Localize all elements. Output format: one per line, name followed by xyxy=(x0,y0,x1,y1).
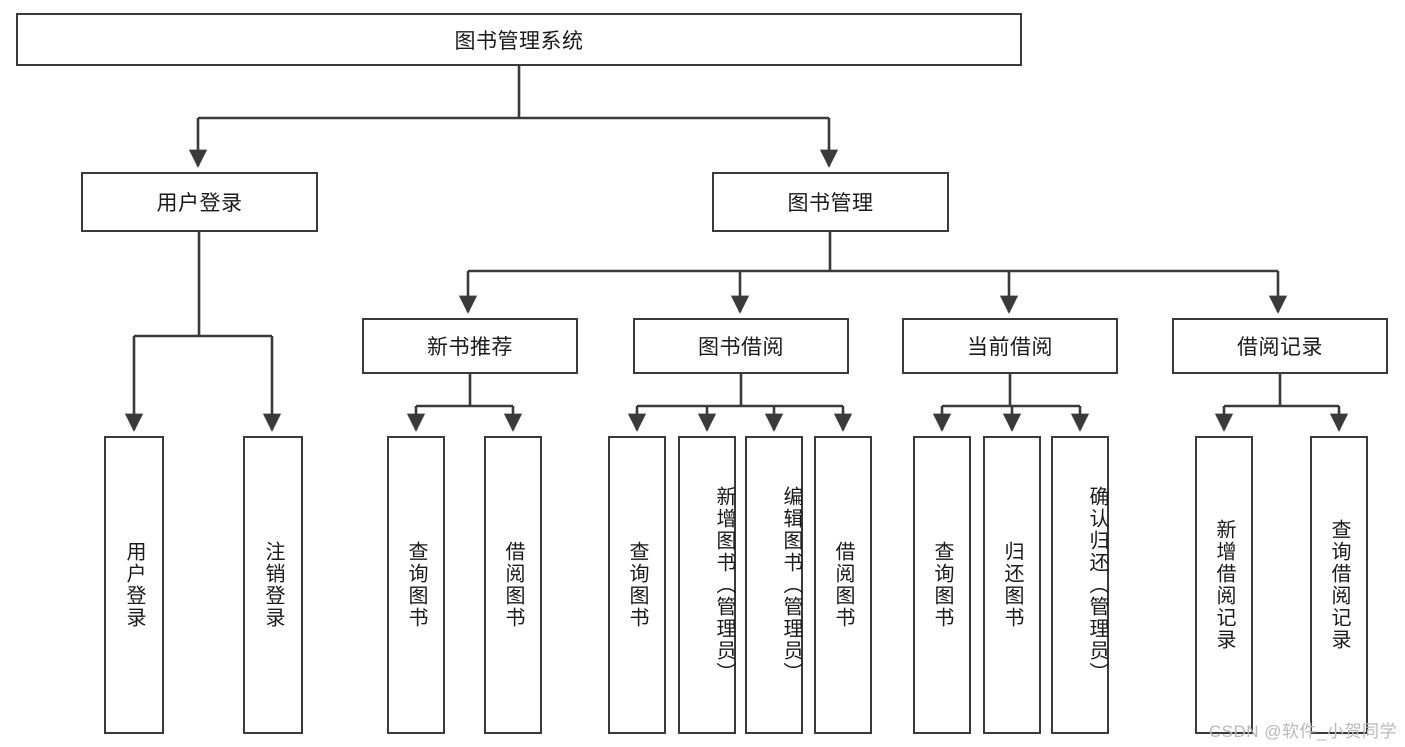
leaf-query-book-current[interactable]: 查询图书 xyxy=(913,436,971,734)
watermark: CSDN @软件_小贺同学 xyxy=(1208,722,1397,741)
leaf-edit-book-admin[interactable]: 编辑图书（管理员） xyxy=(745,436,803,734)
node-new-book-recommend-label: 新书推荐 xyxy=(427,336,513,359)
node-book-borrow[interactable]: 图书借阅 xyxy=(633,318,849,374)
leaf-query-book-current-label: 查询图书 xyxy=(931,541,953,629)
leaf-query-book-borrow[interactable]: 查询图书 xyxy=(608,436,666,734)
leaf-confirm-return-admin-label: 确认归还（管理员） xyxy=(1086,486,1108,684)
node-book-management[interactable]: 图书管理 xyxy=(712,172,949,232)
leaf-query-book-recommend-label: 查询图书 xyxy=(405,541,427,629)
leaf-logout-login-label: 注销登录 xyxy=(262,541,284,629)
leaf-return-book-label: 归还图书 xyxy=(1001,541,1023,629)
leaf-borrow-book-label: 借阅图书 xyxy=(832,541,854,629)
leaf-add-book-admin-label: 新增图书（管理员） xyxy=(713,486,735,684)
leaf-add-borrow-record[interactable]: 新增借阅记录 xyxy=(1195,436,1253,734)
node-borrow-record-label: 借阅记录 xyxy=(1237,336,1323,359)
node-current-borrow[interactable]: 当前借阅 xyxy=(902,318,1118,374)
leaf-borrow-book[interactable]: 借阅图书 xyxy=(814,436,872,734)
leaf-query-borrow-record[interactable]: 查询借阅记录 xyxy=(1310,436,1368,734)
leaf-confirm-return-admin[interactable]: 确认归还（管理员） xyxy=(1051,436,1109,734)
leaf-query-book-borrow-label: 查询图书 xyxy=(626,541,648,629)
leaf-return-book[interactable]: 归还图书 xyxy=(983,436,1041,734)
node-user-login-label: 用户登录 xyxy=(156,192,243,215)
node-book-borrow-label: 图书借阅 xyxy=(698,336,784,359)
leaf-add-borrow-record-label: 新增借阅记录 xyxy=(1213,519,1235,651)
leaf-borrow-book-recommend[interactable]: 借阅图书 xyxy=(484,436,542,734)
leaf-user-login-label: 用户登录 xyxy=(123,541,145,629)
leaf-logout-login[interactable]: 注销登录 xyxy=(243,436,303,734)
node-current-borrow-label: 当前借阅 xyxy=(967,336,1053,359)
node-borrow-record[interactable]: 借阅记录 xyxy=(1172,318,1388,374)
leaf-user-login[interactable]: 用户登录 xyxy=(104,436,164,734)
node-root-label: 图书管理系统 xyxy=(454,29,584,53)
leaf-add-book-admin[interactable]: 新增图书（管理员） xyxy=(678,436,736,734)
node-root[interactable]: 图书管理系统 xyxy=(16,13,1022,66)
leaf-edit-book-admin-label: 编辑图书（管理员） xyxy=(780,486,802,684)
leaf-query-borrow-record-label: 查询借阅记录 xyxy=(1328,519,1350,651)
leaf-query-book-recommend[interactable]: 查询图书 xyxy=(387,436,445,734)
node-user-login[interactable]: 用户登录 xyxy=(81,172,318,232)
leaf-borrow-book-recommend-label: 借阅图书 xyxy=(502,541,524,629)
node-book-management-label: 图书管理 xyxy=(787,192,874,215)
node-new-book-recommend[interactable]: 新书推荐 xyxy=(362,318,578,374)
